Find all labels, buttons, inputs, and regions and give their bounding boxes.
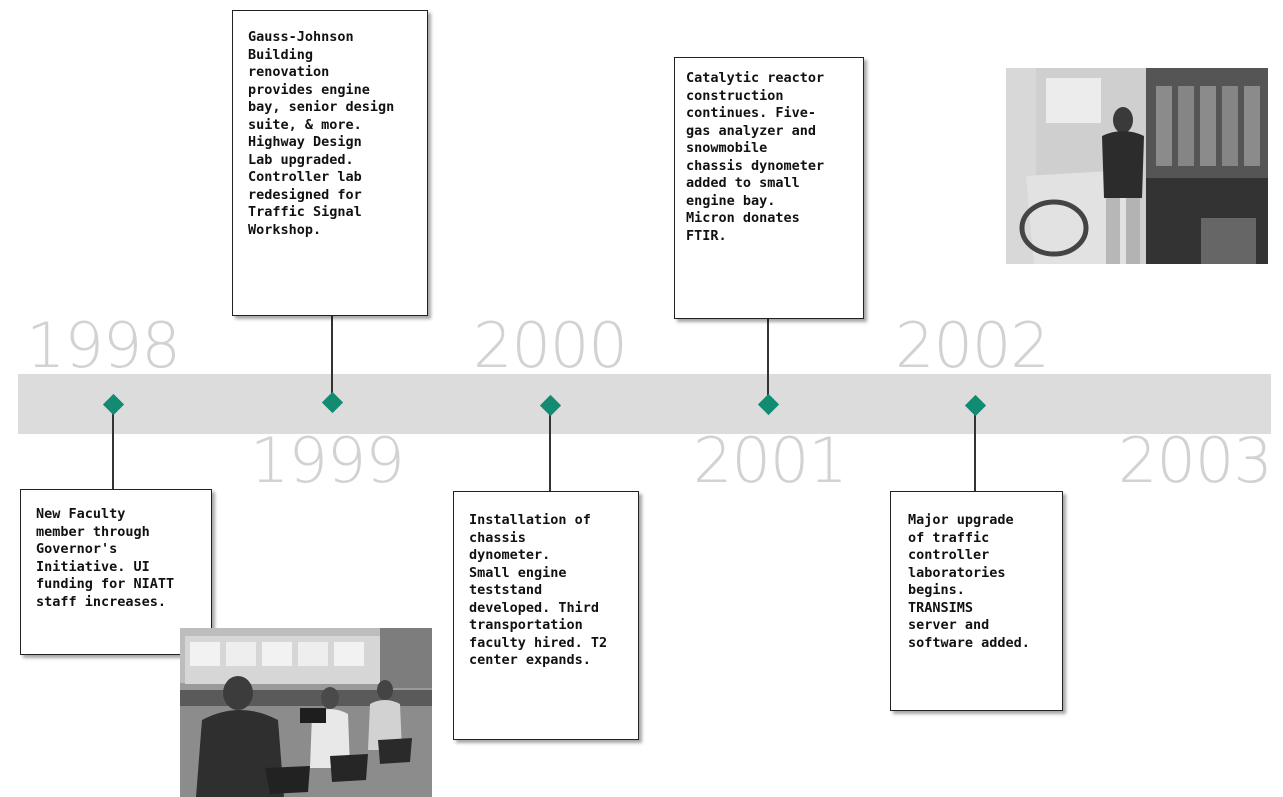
year-label-2000: 2000 <box>473 309 628 382</box>
event-box-1999: Gauss-Johnson Building renovation provid… <box>232 10 428 316</box>
trolley-engine-test-photo <box>1006 68 1268 264</box>
connector-line <box>974 406 976 492</box>
event-text: Gauss-Johnson Building renovation provid… <box>248 29 395 238</box>
year-label-1998: 1998 <box>26 309 181 382</box>
event-box-2000: Installation of chassis dynometer. Small… <box>453 491 639 740</box>
lab-workstations-photo <box>180 628 432 797</box>
connector-line <box>549 406 551 492</box>
year-label-2003: 2003 <box>1118 424 1273 497</box>
connector-line <box>767 318 769 404</box>
timeline-band <box>18 374 1271 434</box>
event-box-2002: Major upgrade of traffic controller labo… <box>890 491 1063 711</box>
year-label-2001: 2001 <box>693 424 848 497</box>
lab-photo-illustration <box>180 628 432 797</box>
year-label-2002: 2002 <box>895 309 1050 382</box>
year-label-1999: 1999 <box>250 424 405 497</box>
connector-line <box>112 404 114 490</box>
event-text: Installation of chassis dynometer. Small… <box>469 512 608 668</box>
connector-line <box>331 316 333 402</box>
event-box-1998: New Faculty member through Governor's In… <box>20 489 212 655</box>
event-text: Catalytic reactor construction continues… <box>686 70 825 244</box>
event-text: Major upgrade of traffic controller labo… <box>908 512 1030 651</box>
event-text: New Faculty member through Governor's In… <box>36 506 175 610</box>
trolley-photo-illustration <box>1006 68 1268 264</box>
event-box-2001: Catalytic reactor construction continues… <box>674 57 864 319</box>
